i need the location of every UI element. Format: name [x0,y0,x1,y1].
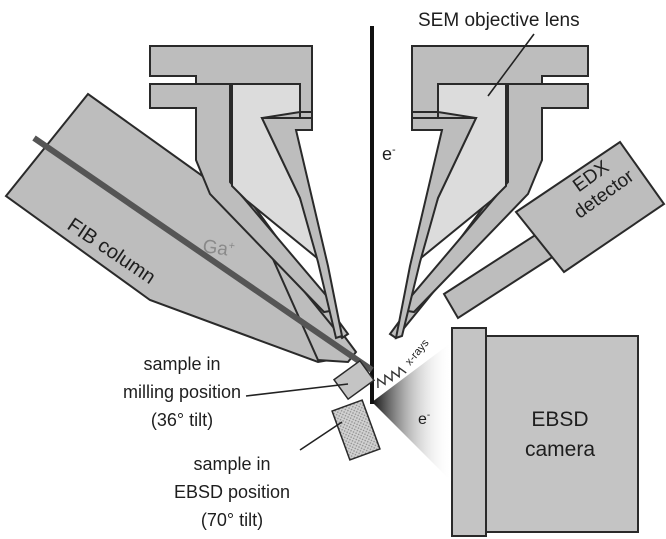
sem-lens-left [149,45,350,340]
sem-lens-right [388,45,589,340]
ebsd-camera-label-line1: EBSD [531,408,588,431]
sample-milling-position [332,359,376,401]
edx-detector [442,140,666,320]
milling-leader [245,383,349,397]
sample-ebsd-position [331,399,381,461]
ebsd-position-label-line3: (70° tilt) [201,510,263,530]
ebsd-pattern-cone [372,342,452,482]
sem-lens-label: SEM objective lens [418,10,580,31]
milling-label-line2: milling position [123,382,241,402]
milling-label-line1: sample in [143,354,220,374]
ebsd-camera-label-line2: camera [525,438,595,461]
electron-label-top: e- [382,144,396,164]
ebsd-position-leader [299,421,343,451]
sem-lens-leader [487,33,535,97]
ebsd-position-label-line2: EBSD position [174,482,290,502]
ga-ion-label: Ga+ [201,236,235,261]
milling-label-line3: (36° tilt) [151,410,213,430]
ebsd-camera [451,327,639,537]
ebsd-position-label-line1: sample in [193,454,270,474]
electron-label-bottom: e- [418,410,430,428]
ion-beam [32,135,374,373]
x-ray-wave [377,366,407,389]
